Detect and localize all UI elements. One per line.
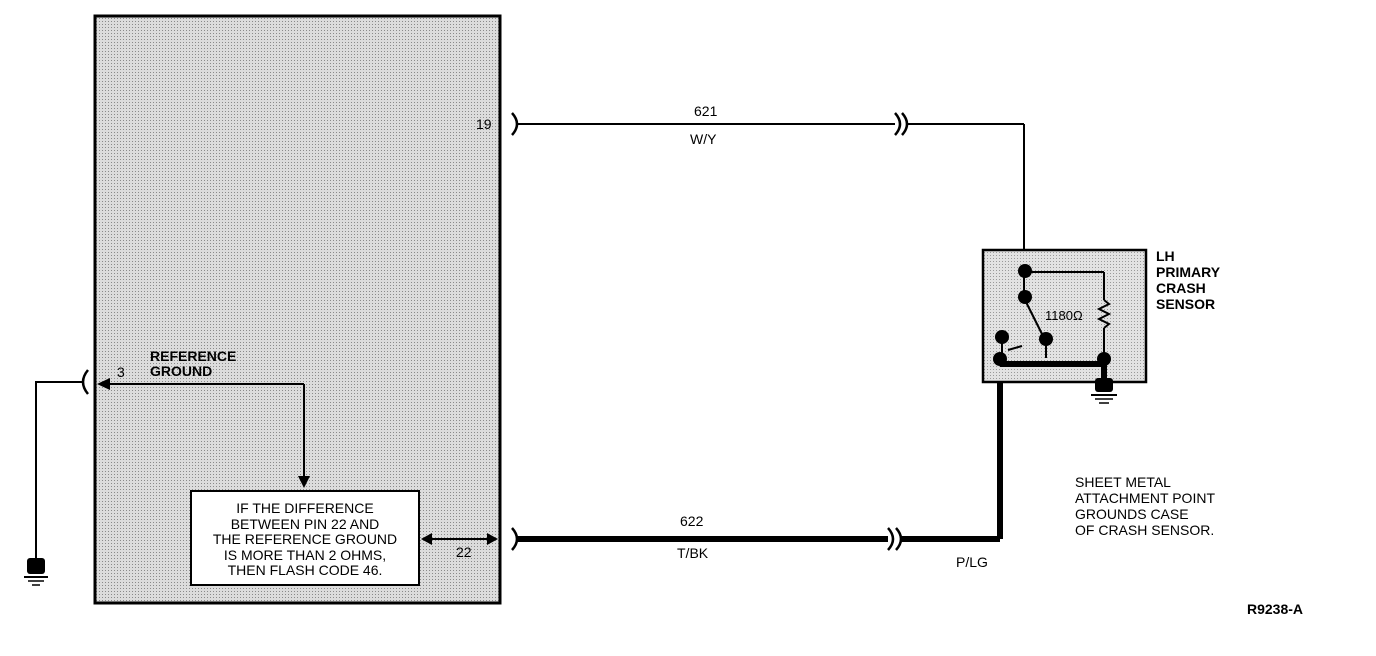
crash-sensor-internals [993, 264, 1112, 380]
note-line: THE REFERENCE GROUND [212, 531, 398, 547]
sensor-label-line2: PRIMARY [1156, 264, 1221, 280]
note-line: THEN FLASH CODE 46. [227, 562, 383, 578]
sensor-label-line4: SENSOR [1156, 296, 1215, 312]
ground-note-line1: SHEET METAL [1075, 474, 1171, 490]
wire-621-color: W/Y [690, 131, 717, 147]
resistor-value: 1180Ω [1045, 308, 1083, 323]
figure-id: R9238-A [1247, 601, 1303, 617]
ground-note-line4: OF CRASH SENSOR. [1075, 522, 1214, 538]
wire-621-number: 621 [694, 103, 718, 119]
wire-622 [511, 362, 1003, 551]
note-line: IS MORE THAN 2 OHMS, [223, 546, 387, 563]
pin-3-label: 3 [117, 364, 125, 380]
sensor-label-line3: CRASH [1156, 280, 1206, 296]
reference-arrow [97, 378, 310, 488]
wire-622-color: T/BK [677, 545, 709, 561]
sensor-ground-icon [1091, 378, 1117, 404]
reference-label-line2: GROUND [150, 363, 212, 379]
ground-note-line3: GROUNDS CASE [1075, 506, 1189, 522]
reference-label-line1: REFERENCE [150, 348, 236, 364]
reference-ground-wire [35, 369, 89, 562]
note-line: IF THE DIFFERENCE [236, 500, 374, 516]
diagnostic-note-box: IF THE DIFFERENCE BETWEEN PIN 22 AND THE… [190, 490, 420, 586]
wire-622-number: 622 [680, 513, 704, 529]
sensor-label-line1: LH [1156, 248, 1175, 264]
pin-19-label: 19 [476, 116, 492, 132]
ground-note-line2: ATTACHMENT POINT [1075, 490, 1215, 506]
pin-22-label: 22 [456, 544, 472, 560]
pin-22-arrow [421, 533, 498, 545]
sensor-lead-color: P/LG [956, 554, 988, 570]
wire-621 [511, 112, 1025, 270]
note-line: BETWEEN PIN 22 AND [230, 515, 380, 532]
ground-icon [24, 558, 48, 586]
